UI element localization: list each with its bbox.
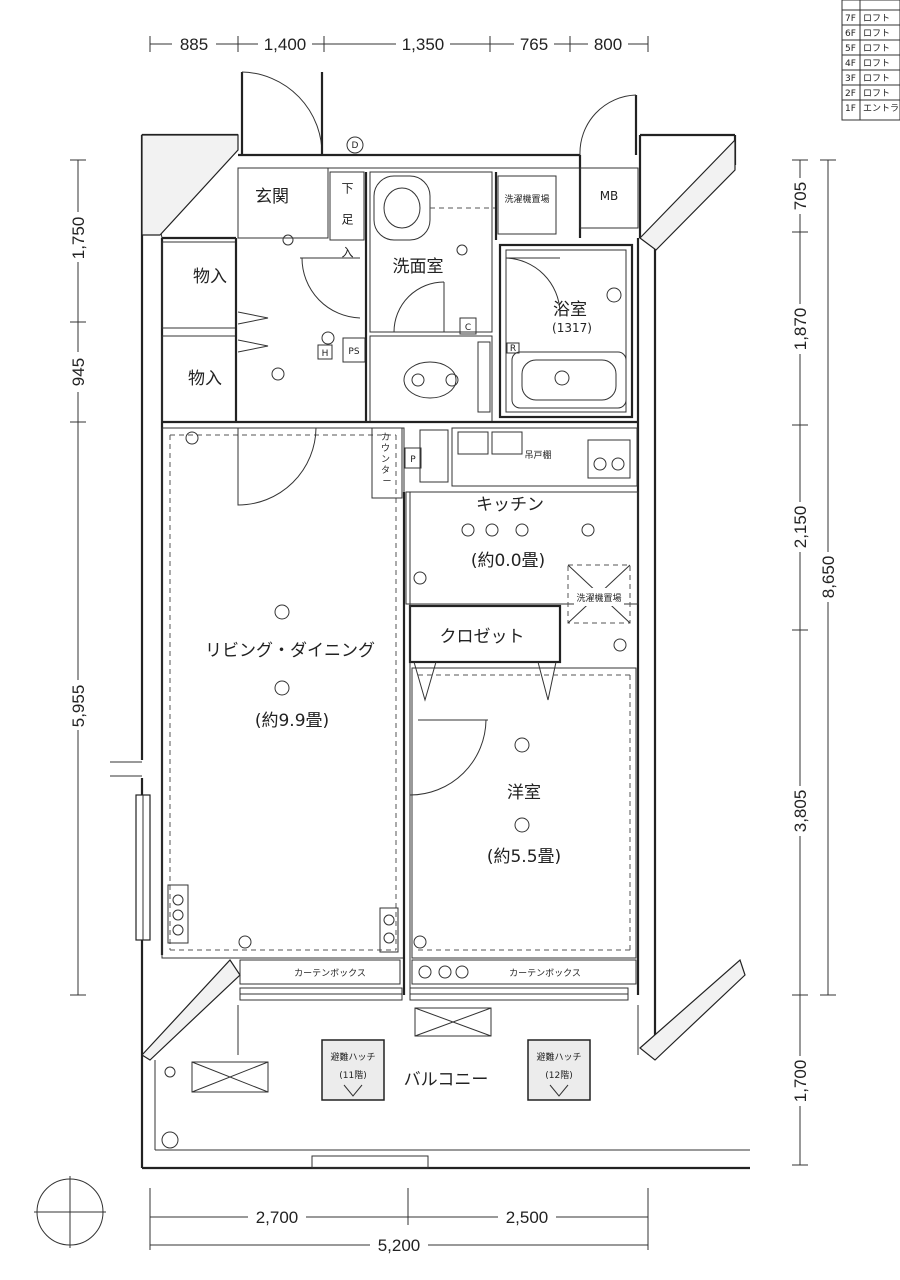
legend-row-label: 1F [845,104,856,114]
dimension-label: 765 [520,35,548,54]
dimension-label: 1,400 [264,35,307,54]
left-dimension-line: 1,750 945 5,955 [68,159,88,996]
closet-label: クロゼット [440,627,525,647]
symbol-p: P [410,455,416,465]
counter-char: ウ [381,443,390,454]
mb-door [579,94,638,156]
western-size-label: (約5.5畳) [487,847,561,867]
legend-row-label: 7F [845,14,856,24]
dimension-label: 2,700 [256,1208,299,1227]
legend-cell: ロフト [863,44,890,54]
hatch-1-floor-label: (11階) [339,1070,366,1081]
bath-label: 浴室 [553,300,587,320]
shoe-box-label: 下 足 入 [340,182,354,258]
dimension-label: 3,805 [791,790,810,833]
symbol-c: C [465,323,471,333]
living-size-label: (約9.9畳) [255,711,329,731]
entrance-label: 玄関 [255,187,289,207]
symbol-r: R [510,344,516,354]
compass-icon [34,1176,106,1248]
hatch-1-label: 避難ハッチ [330,1051,375,1063]
legend-cell: ロフト [863,89,890,99]
legend-row-label: 5F [845,44,856,54]
dimension-label: 705 [791,182,810,210]
legend-cell: エントランス [863,103,900,114]
storage-area: 物入 物入 H PS [161,241,366,423]
storage-2-label: 物入 [188,369,222,389]
curtain-boxes: カーテンボックス カーテンボックス [239,959,637,985]
curtain-box-1-label: カーテンボックス [294,968,366,979]
dimension-label: 1,870 [791,308,810,351]
symbol-h: H [322,349,329,359]
dimension-label: 2,150 [791,506,810,549]
legend-cell: ロフト [863,74,890,84]
entry-door [240,71,324,156]
western-label: 洋室 [507,783,541,803]
top-dimension-line: 885 1,400 1,350 765 800 [149,34,649,54]
symbol-d: D [352,141,359,151]
kitchen: 吊戸棚 キッチン (約0.0畳) 洗濯機置場 [405,427,639,624]
balcony-label: バルコニー [404,1070,489,1090]
dimension-label: 1,750 [69,217,88,260]
right-dimension-lines: 705 1,870 2,150 3,805 1,700 8,650 [790,159,838,1166]
living-dining: リビング・ダイニング (約9.9畳) [161,427,405,959]
balcony-windows [239,987,629,1001]
curtain-box-2-label: カーテンボックス [509,968,581,979]
dimension-label: 945 [69,358,88,386]
western-room: 洋室 (約5.5畳) [409,667,637,959]
legend-row-label: 4F [845,59,856,69]
mb-label: MB [600,189,619,203]
laundry-kitchen-label: 洗濯機置場 [576,592,621,604]
shoe-box-char: 入 [340,246,354,258]
counter-char: カ [381,432,390,443]
legend-row-label: 2F [845,89,856,99]
kitchen-size-label: (約0.0畳) [471,551,545,571]
dimension-label: 800 [594,35,622,54]
counter-char: タ [381,465,390,476]
legend-cell: ロフト [863,59,890,69]
washroom: 洗面室 洗濯機置場 [369,171,557,333]
dimension-total-label: 8,650 [819,556,838,599]
shoe-box-char: 下 [340,182,354,194]
bathroom: 浴室 (1317) R [498,243,634,419]
floor-legend-table: 7F 6F 5F 4F 3F 2F 1F ロフト ロフト ロフト ロフト ロフト… [841,0,900,121]
hatch-2-label: 避難ハッチ [536,1051,581,1063]
bath-size-label: (1317) [552,321,592,335]
closet: クロゼット [408,604,627,702]
interior-walls [162,172,638,995]
kitchen-label: キッチン [476,495,544,515]
legend-row-label: 3F [845,74,856,84]
hanging-cabinet-label: 吊戸棚 [524,449,551,461]
dimension-label: 5,955 [69,685,88,728]
storage-1-label: 物入 [193,267,227,287]
legend-row-label: 6F [845,29,856,39]
legend-cell: ロフト [863,29,890,39]
symbol-ps: PS [348,347,359,357]
shoe-box-char: 足 [340,213,354,226]
bottom-dimension-lines: 2,700 2,500 5,200 [149,1188,649,1255]
hatch-2-floor-label: (12階) [545,1070,572,1081]
toilet: C [369,317,493,423]
balcony: 避難ハッチ (11階) 避難ハッチ (12階) バルコニー [142,1005,750,1170]
legend-cell: ロフト [863,14,890,24]
dimension-total-label: 5,200 [378,1236,421,1255]
washroom-label: 洗面室 [393,257,444,277]
dimension-label: 1,700 [791,1060,810,1103]
entrance-area: 玄関 下 足 入 [237,167,365,258]
counter: カ ウ ン タ ー P [371,427,449,499]
dimension-label: 1,350 [402,35,445,54]
living-label: リビング・ダイニング [205,641,375,661]
counter-char: ン [381,455,390,465]
laundry-top-label: 洗濯機置場 [504,193,549,205]
counter-label: カ ウ ン タ ー [381,432,393,487]
dimension-label: 2,500 [506,1208,549,1227]
counter-char: ー [382,477,391,487]
dimension-label: 885 [180,35,208,54]
